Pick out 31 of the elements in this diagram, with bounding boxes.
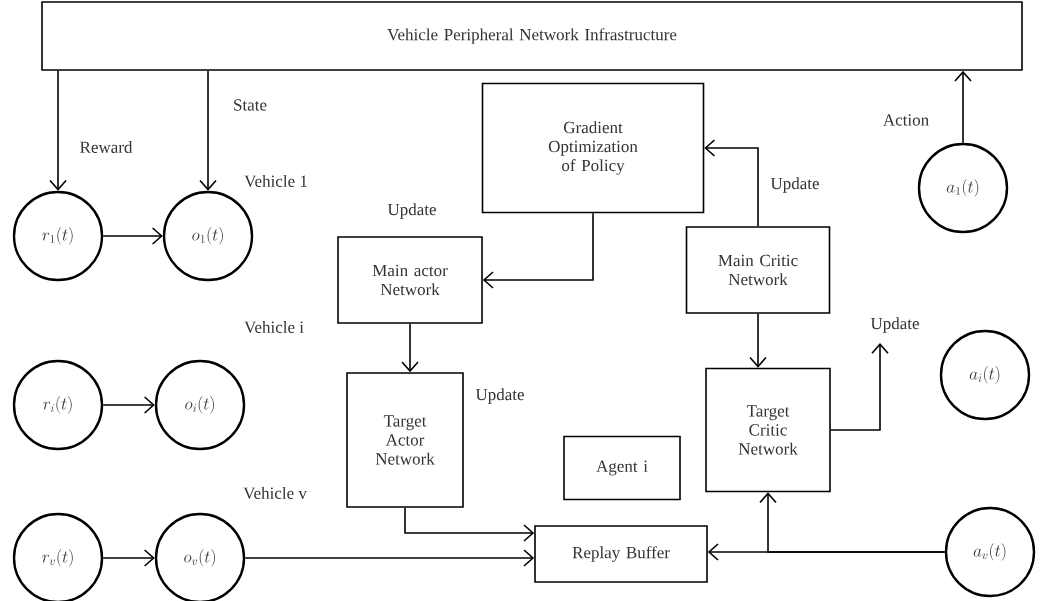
arrow [759,492,946,553]
process-box: Replay Buffer [534,525,708,583]
arrow [954,70,972,144]
arrow [749,313,767,368]
process-box: Main Critic Network [685,226,831,314]
process-box: Gradient Optimization of Policy [481,82,705,214]
arrow [404,507,535,542]
arrow [401,323,419,373]
arrow [102,549,155,567]
edge-label: State [232,98,268,112]
text-label: Vehicle i [244,320,304,333]
process-box: Target Actor Network [346,372,464,508]
edge-label: Update [869,316,921,334]
arrow [199,70,217,191]
text-label: Update [387,203,436,219]
arrow [244,549,535,567]
arrow [49,70,67,191]
process-box: Main actor Network [337,236,483,324]
arrow [830,343,889,431]
arrow [704,139,759,227]
arrow [482,212,594,289]
process-box: Vehicle Peripheral Network Infrastructure [41,1,1023,71]
edge-label: Update [769,176,821,194]
arrow [102,396,155,414]
text-label: Vehicle v [243,486,307,499]
edge-label: Action [881,113,931,127]
arrow [102,227,163,245]
text-label: Vehicle 1 [244,174,307,187]
edge-label: Reward [78,140,134,154]
process-box: Agent i [563,435,681,501]
process-box: Target Critic Network [705,367,831,493]
